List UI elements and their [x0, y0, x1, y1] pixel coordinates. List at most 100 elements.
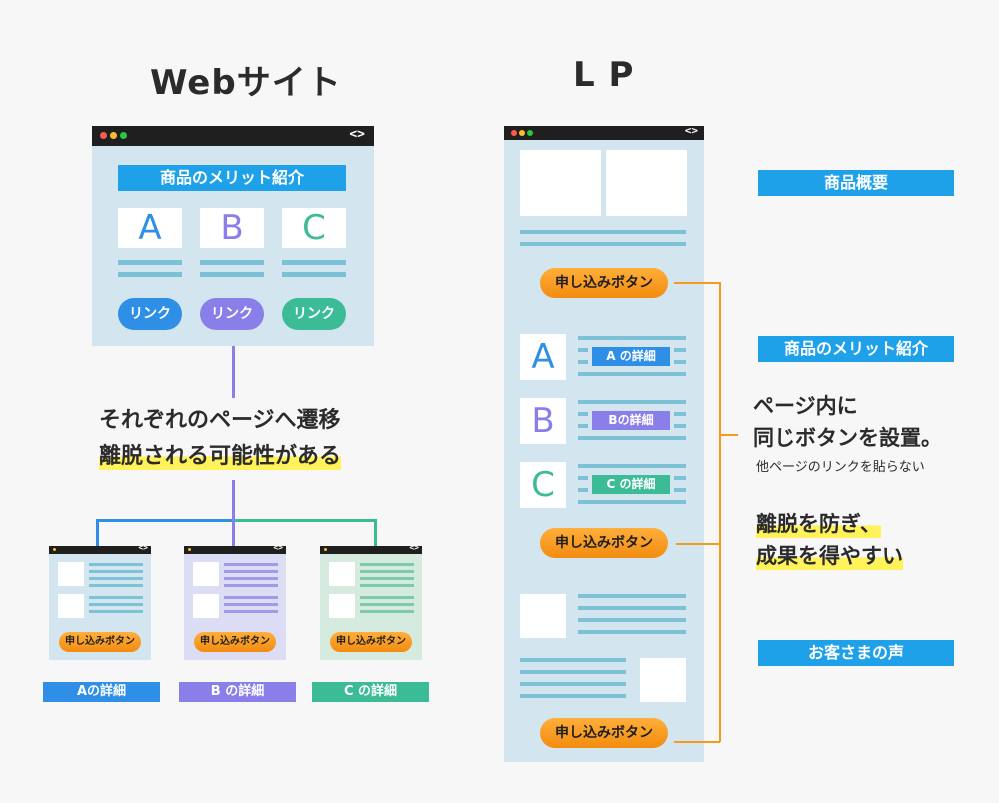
- minimize-dot-icon: [519, 130, 525, 136]
- letter-b-box: B: [200, 208, 264, 248]
- apply-button-middle[interactable]: 申し込みボタン: [540, 528, 668, 558]
- text-line: [360, 570, 414, 573]
- button-bracket: [674, 282, 720, 284]
- connector-line: [234, 519, 376, 522]
- text-line: [578, 348, 588, 352]
- text-line: [674, 360, 686, 364]
- result-line-1: 離脱を防ぎ、: [756, 508, 881, 538]
- detail-c-label: C の詳細: [592, 475, 670, 494]
- text-line: [224, 603, 278, 606]
- detail-a-label: A の詳細: [592, 347, 670, 366]
- note-line-2: 同じボタンを設置。: [753, 426, 942, 450]
- maximize-dot-icon: [120, 132, 127, 139]
- letter-c-box: C: [282, 208, 346, 248]
- text-line: [360, 603, 414, 606]
- link-button-c[interactable]: リンク: [282, 298, 346, 330]
- link-button-a[interactable]: リンク: [118, 298, 182, 330]
- text-line: [520, 242, 686, 246]
- letter-a-box: A: [520, 334, 566, 380]
- connector-line: [232, 519, 235, 546]
- connector-line: [96, 519, 99, 546]
- link-button-b[interactable]: リンク: [200, 298, 264, 330]
- text-line: [520, 670, 626, 674]
- text-line: [224, 563, 278, 566]
- section-label-benefits: 商品のメリット紹介: [758, 336, 954, 362]
- subpage-a-window: <> 申し込みボタン: [49, 543, 151, 660]
- text-line: [360, 596, 414, 599]
- text-line: [578, 500, 686, 504]
- text-line: [578, 476, 588, 480]
- text-line: [674, 488, 686, 492]
- text-line: [224, 596, 278, 599]
- text-line: [578, 336, 686, 340]
- text-line: [89, 596, 143, 599]
- apply-button-bottom[interactable]: 申し込みボタン: [540, 718, 668, 748]
- text-line: [360, 584, 414, 587]
- letter-b: B: [220, 208, 244, 248]
- subpage-c-window: <> 申し込みボタン: [320, 543, 422, 660]
- text-line: [360, 577, 414, 580]
- text-line: [520, 230, 686, 234]
- detail-b-label: Bの詳細: [592, 411, 670, 430]
- text-line: [578, 606, 686, 610]
- text-line: [89, 570, 143, 573]
- text-line: [674, 348, 686, 352]
- window-titlebar: <>: [504, 124, 704, 140]
- text-line: [578, 372, 686, 376]
- apply-button[interactable]: 申し込みボタン: [194, 632, 276, 652]
- text-line: [89, 584, 143, 587]
- lp-title: L P: [573, 55, 635, 95]
- text-line: [578, 464, 686, 468]
- subpage-b-window: <> 申し込みボタン: [184, 543, 286, 660]
- transition-text: それぞれのページへ遷移: [99, 408, 341, 433]
- window-titlebar: <>: [49, 543, 151, 554]
- minimize-dot-icon: [110, 132, 117, 139]
- text-line: [118, 272, 182, 277]
- code-chevrons-icon: <>: [349, 127, 365, 142]
- button-bracket: [674, 741, 720, 743]
- text-line: [224, 570, 278, 573]
- code-chevrons-icon: <>: [273, 543, 283, 552]
- text-line: [360, 610, 414, 613]
- window-dot-icon: [53, 548, 56, 551]
- close-dot-icon: [100, 132, 107, 139]
- text-line: [578, 436, 686, 440]
- apply-button-top[interactable]: 申し込みボタン: [540, 268, 668, 298]
- text-line: [520, 694, 626, 698]
- text-line: [89, 610, 143, 613]
- image-placeholder: [193, 562, 219, 586]
- image-placeholder: [640, 658, 686, 702]
- letter-a: A: [531, 337, 555, 377]
- apply-button[interactable]: 申し込みボタン: [59, 632, 141, 652]
- connector-line: [232, 480, 235, 521]
- text-line: [89, 563, 143, 566]
- window-titlebar: <>: [184, 543, 286, 554]
- benefit-heading: 商品のメリット紹介: [118, 165, 346, 191]
- window-dot-icon: [324, 548, 327, 551]
- text-line: [578, 360, 588, 364]
- code-chevrons-icon: <>: [409, 543, 419, 552]
- letter-b: B: [531, 401, 555, 441]
- image-placeholder: [520, 150, 601, 216]
- text-line: [578, 424, 588, 428]
- letter-c: C: [302, 208, 326, 248]
- image-placeholder: [520, 594, 566, 638]
- text-line: [282, 272, 346, 277]
- window-titlebar: <>: [92, 126, 374, 146]
- website-main-window: <> 商品のメリット紹介 A B C リンク リンク リンク: [92, 126, 374, 346]
- image-placeholder: [58, 562, 84, 586]
- apply-button[interactable]: 申し込みボタン: [330, 632, 412, 652]
- text-line: [282, 260, 346, 265]
- subpage-b-label: B の詳細: [179, 682, 296, 702]
- subpage-c-label: C の詳細: [312, 682, 429, 702]
- text-line: [674, 412, 686, 416]
- text-line: [520, 682, 626, 686]
- text-line: [89, 577, 143, 580]
- subpage-a-label: Aの詳細: [43, 682, 160, 702]
- close-dot-icon: [511, 130, 517, 136]
- text-line: [674, 476, 686, 480]
- text-line: [224, 584, 278, 587]
- text-line: [578, 412, 588, 416]
- image-placeholder: [606, 150, 687, 216]
- text-line: [520, 658, 626, 662]
